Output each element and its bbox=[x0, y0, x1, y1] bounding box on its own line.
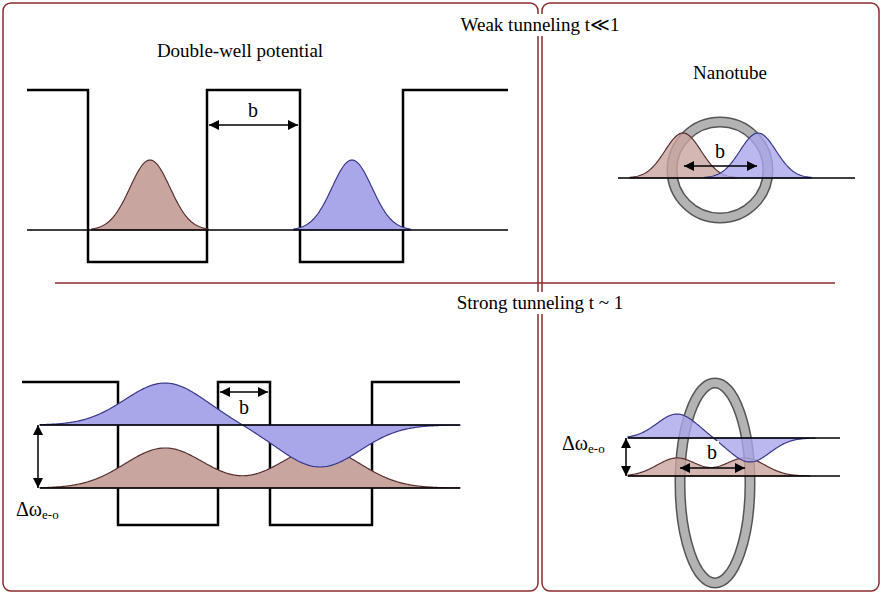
potential-line bbox=[22, 382, 460, 525]
dimension-arrow bbox=[209, 124, 298, 126]
energy-level bbox=[628, 475, 840, 477]
divider-line bbox=[55, 282, 835, 284]
regime-title: Strong tunneling t ~ 1 bbox=[455, 292, 626, 314]
dimension-label: b bbox=[239, 396, 249, 419]
energy-gap-subscript: e-o bbox=[588, 442, 605, 457]
energy-gap-label: Δω bbox=[562, 432, 588, 455]
energy-level bbox=[27, 229, 508, 231]
panel-title: Nanotube bbox=[693, 62, 767, 84]
wavefunction bbox=[628, 458, 810, 476]
energy-level bbox=[618, 177, 855, 179]
wavefunction bbox=[92, 160, 208, 230]
energy-level bbox=[628, 437, 840, 439]
energy-gap-label: Δω bbox=[16, 498, 42, 521]
dimension-arrow bbox=[220, 391, 268, 393]
dimension-arrow bbox=[684, 165, 757, 167]
wavefunction bbox=[705, 133, 811, 178]
wavefunction bbox=[294, 160, 410, 230]
dimension-label: b bbox=[705, 441, 719, 464]
energy-gap-arrow bbox=[37, 425, 39, 488]
dimension-label: b bbox=[246, 99, 260, 122]
nanotube-wall bbox=[680, 383, 750, 583]
energy-gap-subscript: e-o bbox=[42, 508, 59, 523]
wavefunction bbox=[40, 448, 460, 488]
dimension-label: b bbox=[713, 140, 727, 163]
energy-level bbox=[40, 487, 460, 489]
potential-line bbox=[27, 90, 508, 262]
energy-level bbox=[40, 424, 460, 426]
regime-title: Weak tunneling t≪1 bbox=[459, 14, 622, 36]
dimension-arrow bbox=[680, 467, 745, 469]
nanotube-outline bbox=[680, 383, 750, 583]
panel-title: Double-well potential bbox=[157, 40, 323, 62]
energy-gap-arrow bbox=[625, 438, 627, 476]
wavefunction bbox=[630, 133, 736, 178]
wavefunction bbox=[40, 383, 460, 467]
